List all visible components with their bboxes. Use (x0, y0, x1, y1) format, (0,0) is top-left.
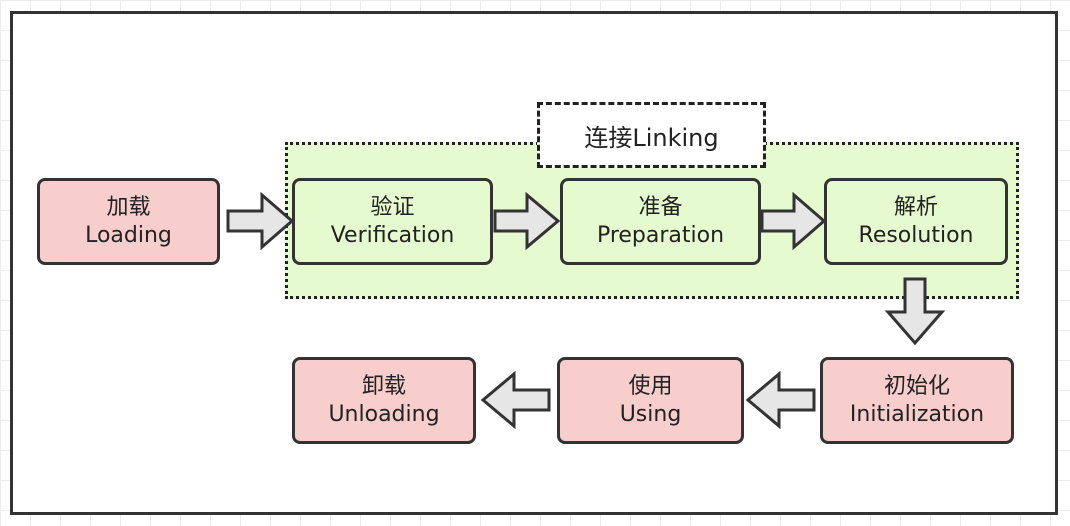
stage-unloading-en: Unloading (328, 401, 440, 427)
stage-verification: 验证 Verification (292, 178, 493, 265)
stage-unloading-zh: 卸载 (361, 374, 406, 399)
stage-preparation-zh: 准备 (638, 195, 683, 220)
stage-using-zh: 使用 (628, 374, 673, 399)
stage-resolution: 解析 Resolution (824, 178, 1008, 265)
stage-using-en: Using (619, 401, 682, 427)
stage-initialization-en: Initialization (849, 401, 985, 427)
stage-resolution-zh: 解析 (893, 195, 938, 220)
stage-using: 使用 Using (557, 357, 744, 444)
stage-loading: 加载 Loading (37, 178, 220, 265)
stage-verification-zh: 验证 (370, 195, 415, 220)
stage-preparation-en: Preparation (596, 222, 725, 248)
stage-initialization: 初始化 Initialization (820, 357, 1014, 444)
stage-preparation: 准备 Preparation (560, 178, 761, 265)
stage-loading-zh: 加载 (106, 195, 151, 220)
stage-loading-en: Loading (85, 222, 172, 248)
stage-verification-en: Verification (330, 222, 455, 248)
linking-label: 连接Linking (537, 102, 766, 168)
stage-initialization-zh: 初始化 (883, 374, 950, 399)
stage-resolution-en: Resolution (858, 222, 974, 248)
stage-unloading: 卸载 Unloading (292, 357, 476, 444)
